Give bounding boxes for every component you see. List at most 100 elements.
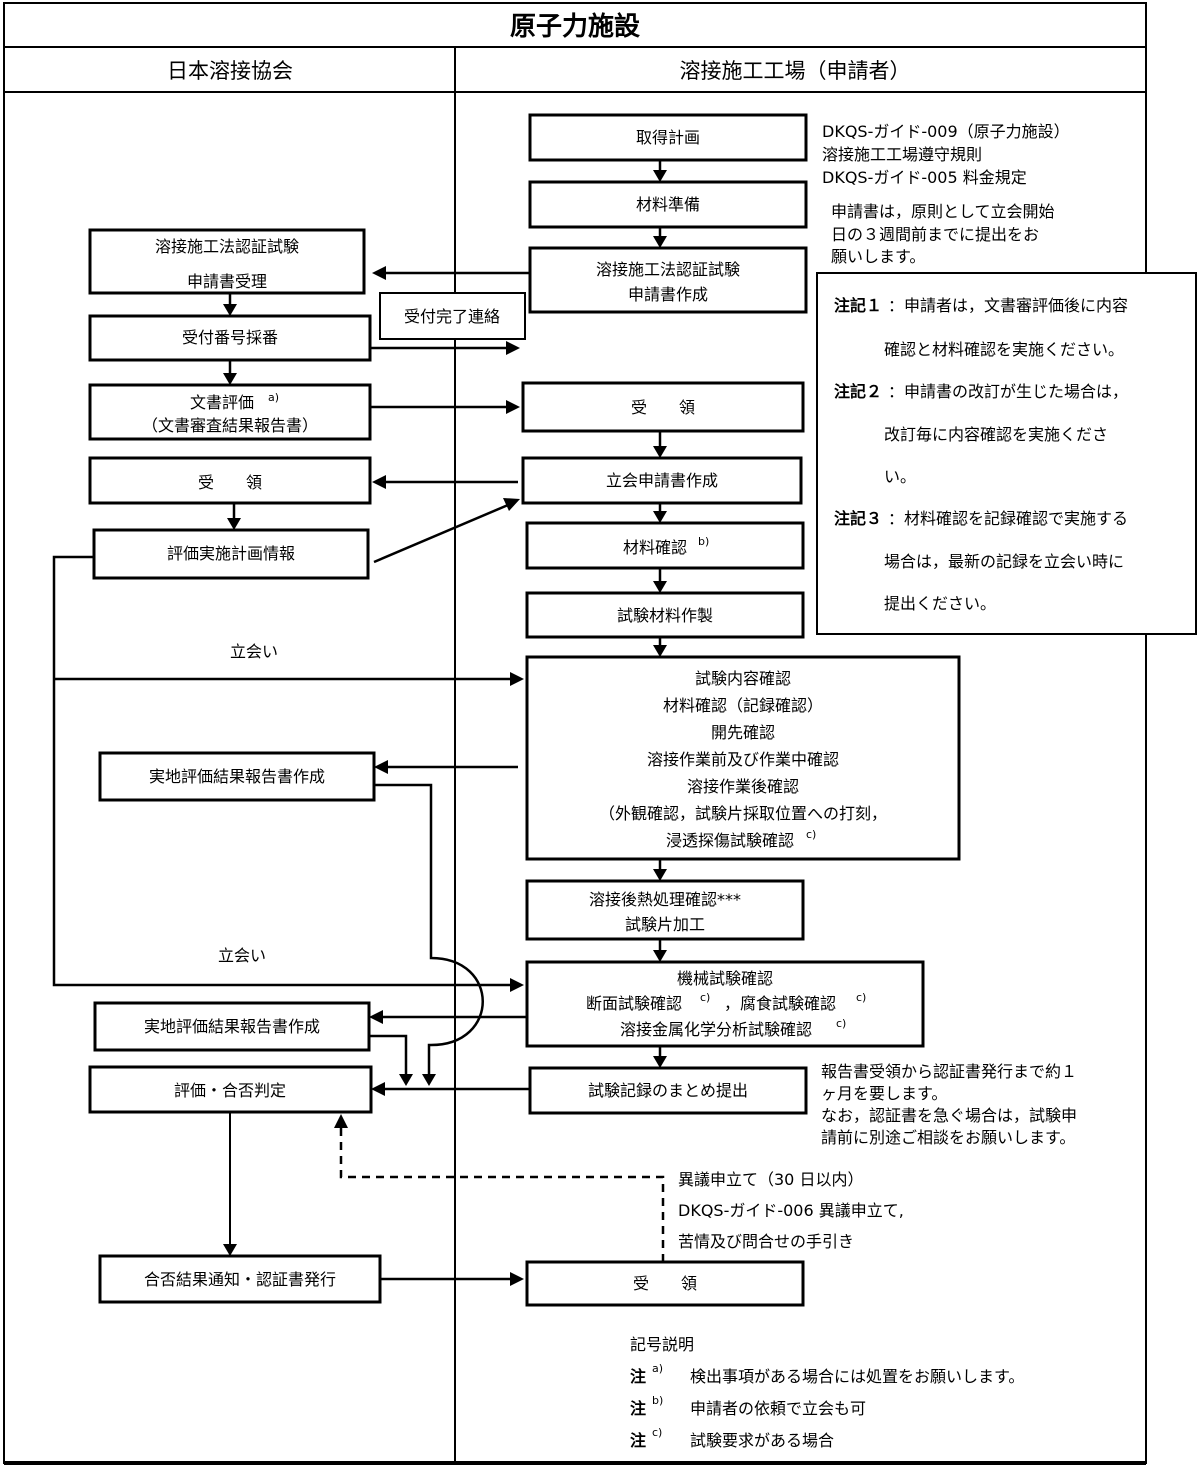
- box-test-content-lines: 試験内容確認 材料確認（記録確認） 開先確認 溶接作業前及び作業中確認 溶接作業…: [599, 669, 887, 850]
- box-document-evaluation-line1: 文書評価: [190, 393, 254, 412]
- guide-line: 溶接施工工場遵守規則: [822, 145, 982, 164]
- arrow-head: [510, 1272, 524, 1286]
- arrow-head: [653, 581, 667, 593]
- arrow-head: [653, 869, 667, 881]
- note1-label: 注記１: [834, 296, 882, 315]
- box-number-assignment[interactable]: [88, 314, 372, 362]
- legend-sup: b): [652, 1394, 663, 1407]
- deadline-line: 願いします。: [831, 247, 925, 266]
- mechanical-line2b: ，腐食試験確認: [724, 994, 836, 1013]
- box-plan[interactable]: [528, 113, 808, 162]
- test-content-line: （外観確認，試験片採取位置への打刻，: [599, 804, 887, 823]
- deadline-text: 申請書は，原則として立会開始 日の３週間前までに提出をお 願いします。: [831, 202, 1055, 266]
- arrow-head: [503, 498, 520, 511]
- report-line: 報告書受領から認証書発行まで約１: [821, 1062, 1077, 1081]
- box-pwht[interactable]: [525, 879, 805, 941]
- box-document-evaluation[interactable]: [88, 383, 372, 441]
- legend-sup: c): [652, 1426, 662, 1439]
- box-application-creation[interactable]: [528, 246, 808, 314]
- box-material-prep[interactable]: [528, 180, 808, 229]
- arrow-head: [223, 373, 237, 385]
- connectors: [52, 266, 665, 1286]
- label-witness-1: 立会い: [230, 642, 278, 661]
- lane-header-right: 溶接施工工場（申請者）: [680, 59, 911, 83]
- box-application-receipt-line1: 溶接施工法認証試験: [155, 237, 299, 256]
- sup-c: c): [700, 991, 710, 1004]
- box-receipt[interactable]: [88, 456, 372, 505]
- box-result-notice-label: 合否結果通知・認証書発行: [144, 1270, 336, 1289]
- note-line: ：申請書の改訂が生じた場合は，: [888, 382, 1128, 401]
- legend-text: 試験要求がある場合: [690, 1431, 834, 1450]
- arrows-left-lane: [223, 293, 241, 1256]
- arrow-head: [372, 266, 386, 280]
- objection-line: 苦情及び問合せの手引き: [678, 1232, 854, 1251]
- box-receipt-complete[interactable]: [379, 292, 526, 340]
- box-judgement-label: 評価・合否判定: [174, 1081, 286, 1100]
- box-number-assignment-label: 受付番号採番: [182, 328, 278, 347]
- objection-text: 異議申立て（30 日以内） DKQS-ガイド-006 異議申立て, 苦情及び問合…: [678, 1170, 904, 1251]
- box-receipt-2[interactable]: [525, 1260, 805, 1307]
- test-content-line: 試験内容確認: [695, 669, 791, 688]
- box-test-content[interactable]: [525, 655, 961, 861]
- box-pwht-line1: 溶接後熱処理確認***: [589, 890, 741, 909]
- box-application-receipt[interactable]: [88, 228, 366, 295]
- box-receipt-1[interactable]: [521, 381, 805, 433]
- box-mechanical[interactable]: [525, 960, 925, 1048]
- box-material-check[interactable]: [525, 521, 805, 570]
- box-application-creation-line1: 溶接施工法認証試験: [596, 260, 740, 279]
- legend-sup: a): [652, 1362, 663, 1375]
- box-field-report-1[interactable]: [98, 751, 376, 802]
- arrow-head: [653, 236, 667, 248]
- test-content-line: 材料確認（記録確認）: [663, 696, 823, 715]
- box-material-check-label: 材料確認: [623, 538, 687, 557]
- arrow-head: [653, 446, 667, 458]
- sup-c: c): [806, 828, 816, 841]
- box-record-submit[interactable]: [528, 1066, 808, 1115]
- arrow-head: [506, 400, 520, 414]
- note-line: 確認と材料確認を実施ください。: [884, 340, 1124, 359]
- arrow-head: [223, 304, 237, 316]
- note-line: ：申請者は，文書審評価後に内容: [888, 296, 1128, 315]
- box-test-material[interactable]: [525, 591, 805, 639]
- box-witness-application[interactable]: [521, 456, 803, 505]
- legend-title: 記号説明: [630, 1335, 694, 1354]
- notes-box: [816, 272, 1197, 635]
- box-document-evaluation-line2: （文書審査結果報告書）: [142, 416, 318, 435]
- sup-c: c): [836, 1017, 846, 1030]
- deadline-line: 日の３週間前までに提出をお: [831, 225, 1039, 244]
- note-line: い。: [884, 467, 916, 486]
- arrow-head: [653, 170, 667, 182]
- test-content-line: 溶接作業後確認: [687, 777, 799, 796]
- label-witness-2: 立会い: [218, 946, 266, 965]
- arrow-head: [653, 645, 667, 657]
- arrow-head: [510, 672, 524, 686]
- legend-mark: 注: [630, 1431, 646, 1450]
- arrow-head: [510, 978, 524, 992]
- box-witness-application-label: 立会申請書作成: [606, 471, 718, 490]
- guide-text: DKQS-ガイド-009（原子力施設） 溶接施工工場遵守規則 DKQS-ガイド-…: [822, 122, 1070, 187]
- arrow-head: [227, 518, 241, 530]
- report-line: 請前に別途ご相談をお願いします。: [821, 1128, 1075, 1147]
- note-line: 提出ください。: [884, 594, 996, 613]
- box-judgement[interactable]: [88, 1065, 373, 1114]
- arrow-head: [372, 475, 386, 489]
- legend-text: 申請者の依頼で立会も可: [690, 1399, 866, 1418]
- box-field-report-2[interactable]: [93, 1001, 371, 1052]
- note-line: ：材料確認を記録確認で実施する: [888, 509, 1128, 528]
- box-receipt-2-label: 受 領: [633, 1274, 697, 1293]
- legend-mark: 注: [630, 1399, 646, 1418]
- box-receipt-1-label: 受 領: [631, 398, 695, 417]
- sup-c: c): [856, 991, 866, 1004]
- box-receipt-label: 受 領: [198, 473, 262, 492]
- box-test-material-label: 試験材料作製: [617, 606, 713, 625]
- box-result-notice[interactable]: [98, 1254, 382, 1304]
- mechanical-line1: 機械試験確認: [677, 969, 773, 988]
- box-receipt-complete-label: 受付完了連絡: [404, 307, 500, 326]
- arrow-head: [371, 1082, 385, 1096]
- arrow-head: [223, 1244, 237, 1256]
- mechanical-line3: 溶接金属化学分析試験確認: [620, 1020, 812, 1039]
- box-application-creation-line2: 申請書作成: [628, 285, 708, 304]
- note-line: 場合は，最新の記録を立会い時に: [884, 552, 1124, 571]
- box-evaluation-plan[interactable]: [92, 528, 370, 580]
- lane-header-left: 日本溶接協会: [167, 59, 293, 83]
